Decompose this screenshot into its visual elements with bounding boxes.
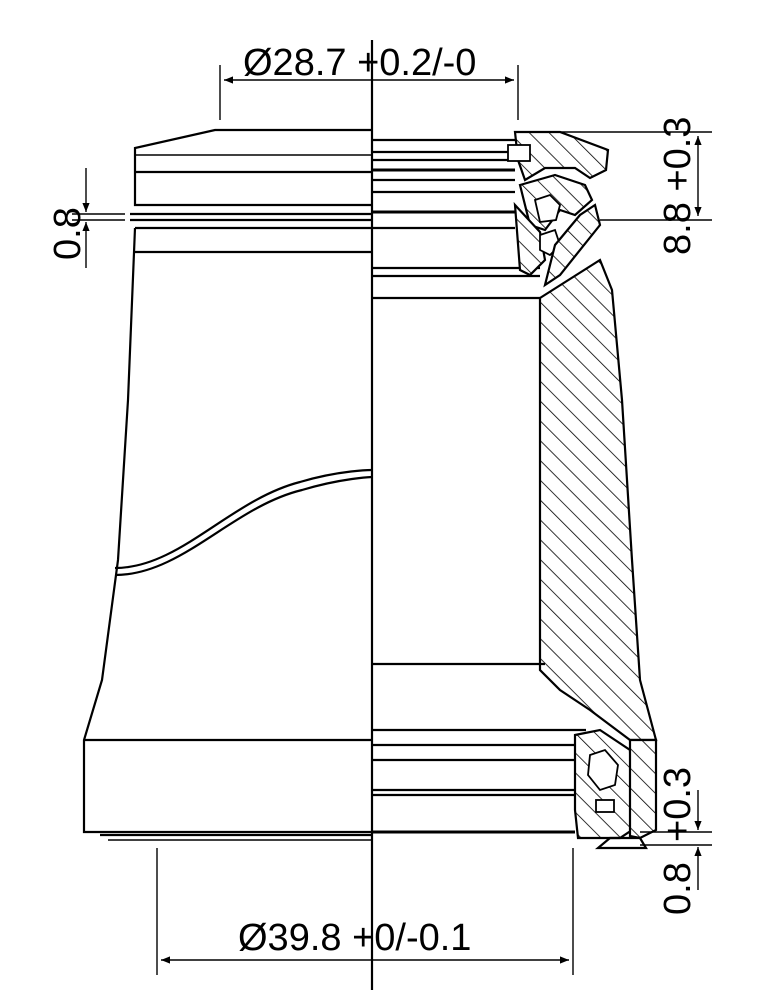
right-bottom-groove-label: 0.8 bbox=[657, 862, 699, 915]
bottom-diameter-label: Ø39.8 +0/-0.1 bbox=[238, 917, 471, 959]
right-top-height-dimension: 8.8 +0.3 bbox=[560, 117, 712, 255]
right-bottom-height-label: +0.3 bbox=[657, 767, 699, 842]
right-bottom-groove-dimension: 0.8 bbox=[657, 847, 702, 915]
bottom-diameter-dimension: Ø39.8 +0/-0.1 bbox=[156, 848, 574, 975]
right-bottom-height-dimension: +0.3 bbox=[640, 767, 712, 846]
left-groove-label: 0.8 bbox=[47, 207, 89, 260]
left-groove-dimension: 0.8 bbox=[47, 168, 125, 268]
top-diameter-dimension: Ø28.7 +0.2/-0 bbox=[219, 42, 519, 120]
left-outer-view bbox=[82, 128, 373, 841]
right-section-view bbox=[372, 130, 658, 850]
top-diameter-label: Ø28.7 +0.2/-0 bbox=[243, 42, 476, 84]
right-top-height-label: 8.8 +0.3 bbox=[657, 117, 699, 255]
